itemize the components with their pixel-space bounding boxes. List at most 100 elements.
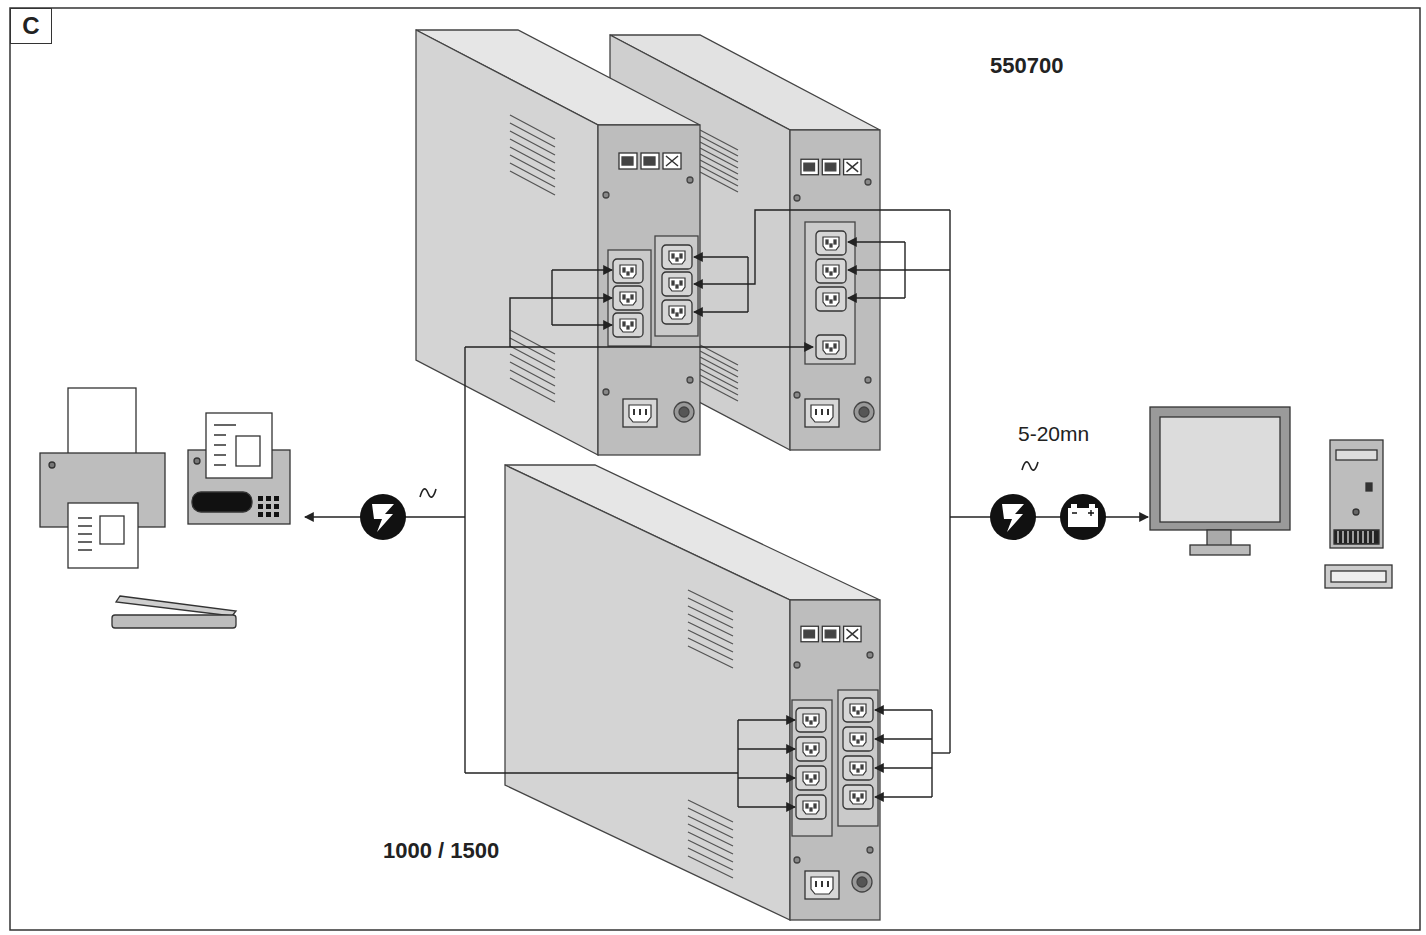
battery-icon-part [1071, 504, 1077, 508]
pc-tower-part [1353, 509, 1359, 515]
wire-part [694, 311, 748, 312]
ups-unit-part [796, 766, 826, 790]
wire-part [464, 347, 465, 773]
ups-unit-part [843, 756, 873, 780]
ups-unit-part [613, 259, 643, 283]
surge-icon-part [1002, 504, 1024, 532]
surge-icon [990, 494, 1036, 540]
fax-machine [188, 413, 290, 524]
wire-part [848, 241, 905, 242]
ups-unit-part [805, 222, 855, 364]
ups-unit-part [794, 857, 800, 863]
wire-part [737, 720, 738, 807]
wire [305, 270, 813, 807]
wire-part [848, 269, 905, 270]
ups-unit-part [859, 407, 869, 417]
pc-tower-part [1338, 531, 1373, 543]
ac-symbol [1022, 462, 1038, 470]
scanner [112, 596, 236, 628]
monitor-part [1190, 545, 1250, 555]
fax-machine-part [258, 496, 279, 517]
ups-unit-part [662, 245, 692, 269]
ups-unit-part [796, 795, 826, 819]
ups-unit-part [662, 300, 692, 324]
pc-tower-part [1336, 450, 1377, 460]
wire-part [552, 297, 612, 298]
wire-part [694, 283, 748, 284]
ups-unit-part [416, 30, 598, 455]
fax-machine-part [194, 458, 200, 464]
wire-part [932, 752, 950, 753]
ups-unit-part [655, 236, 698, 336]
wire-part [738, 748, 795, 749]
ups-unit-part [865, 179, 871, 185]
ups-unit-part [505, 465, 790, 920]
model-number: 550700 [990, 53, 1063, 79]
printer-part [100, 516, 124, 544]
monitor [1150, 407, 1290, 555]
wire-part [875, 709, 932, 710]
ups-unit-part [816, 287, 846, 311]
ups-unit-part [510, 115, 555, 195]
ups-unit-part [843, 698, 873, 722]
wire-part [738, 777, 795, 778]
ups-unit-part [598, 125, 700, 455]
ups-unit-part [679, 407, 689, 417]
battery-icon [1060, 494, 1106, 540]
pc-tower-part [1334, 530, 1379, 544]
printer [40, 388, 165, 568]
wire-part [552, 324, 612, 325]
ups-unit-part [700, 345, 738, 401]
ups-unit [505, 465, 880, 920]
surge-icon-part [360, 494, 406, 540]
wire-part [748, 210, 950, 284]
ups-unit-part [687, 377, 693, 383]
ups-unit-part [867, 847, 873, 853]
ups-unit-part [700, 130, 738, 192]
ups-unit-part [857, 877, 867, 887]
monitor-part [1150, 407, 1290, 530]
keyboard-part [1331, 571, 1386, 582]
battery-icon-part [1060, 494, 1106, 540]
pc-tower-part [1366, 483, 1372, 491]
ups-unit-part [674, 402, 694, 422]
wire-part [875, 767, 932, 768]
model-number: 1000 / 1500 [383, 838, 499, 864]
ups-unit-part [796, 737, 826, 761]
wire-part [465, 772, 738, 773]
battery-icon-part [1068, 508, 1098, 527]
scanner-part [112, 615, 236, 628]
ups-unit-part [794, 662, 800, 668]
ups-unit-part [790, 600, 880, 920]
ups-unit-part [805, 399, 839, 427]
node-text: C [22, 12, 39, 40]
ups-unit-part [865, 377, 871, 383]
runtime-label: 5-20mn [1018, 422, 1089, 446]
printer-part [68, 388, 136, 456]
ups-unit-part [854, 402, 874, 422]
pc-tower [1330, 440, 1383, 548]
ups-unit-part [838, 690, 878, 826]
wire-part [738, 719, 795, 720]
wire-part [931, 710, 932, 797]
ups-unit-part [613, 313, 643, 337]
ups-unit-part [662, 272, 692, 296]
fax-machine-part [236, 436, 260, 466]
monitor-part [1207, 530, 1231, 546]
wire-part [949, 210, 950, 753]
surge-icon-part [990, 494, 1036, 540]
wire-part [875, 738, 932, 739]
ups-unit-part [792, 700, 832, 836]
wire-part [552, 269, 612, 270]
wire-part [694, 256, 748, 257]
ups-unit [416, 30, 700, 455]
ups-unit-part [623, 399, 657, 427]
pc-tower-part [1330, 440, 1383, 548]
wire-part [875, 796, 932, 797]
ups-unit-part [843, 785, 873, 809]
wire-part [950, 516, 1148, 517]
ups-unit-part [852, 872, 872, 892]
ups-unit-part [843, 727, 873, 751]
panel-letter: C [10, 8, 52, 44]
ups-unit-part [790, 130, 880, 450]
